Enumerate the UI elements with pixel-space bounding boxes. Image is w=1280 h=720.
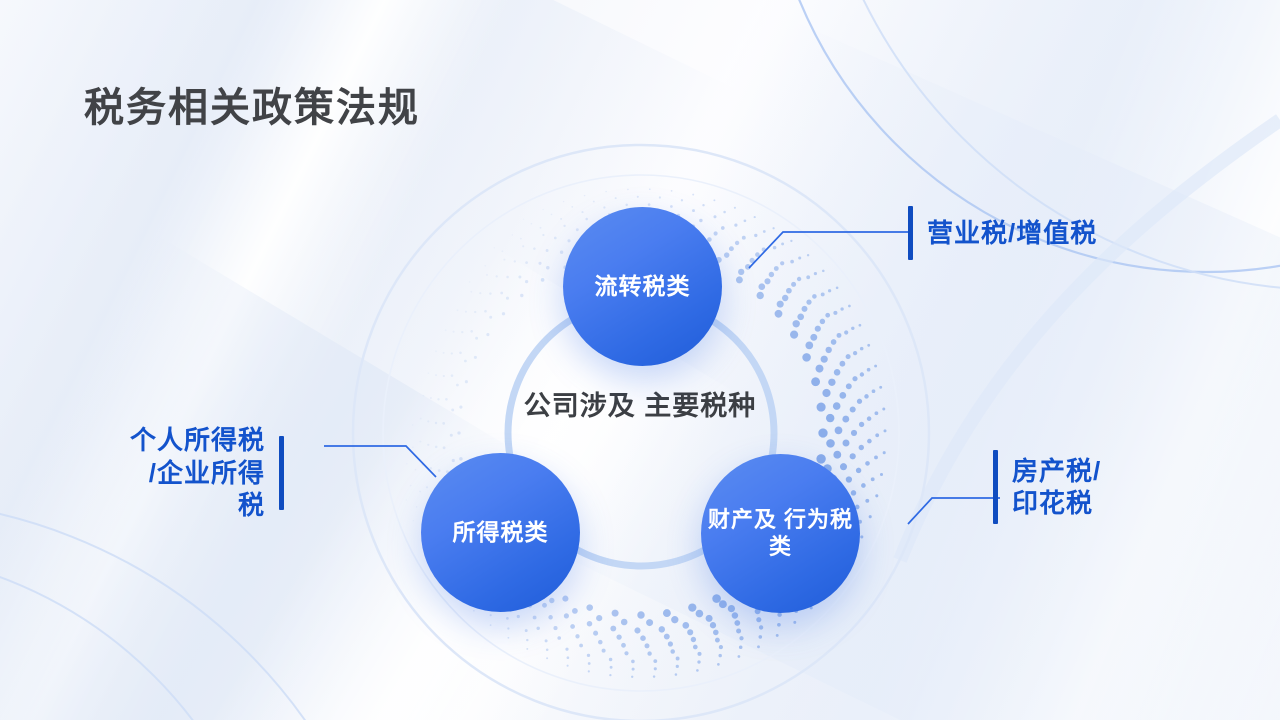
callout-business-vat[interactable]: 营业税/增值税 (908, 206, 1097, 260)
node-circle-caichan[interactable]: 财产及 行为税类 (701, 454, 860, 613)
ring-outer-faint (382, 174, 900, 692)
callout-label: 个人所得税 /企业所得 税 (130, 425, 266, 520)
connector-right (907, 497, 1000, 525)
node-label: 财产及 行为税类 (707, 506, 854, 559)
soft-band-right (893, 114, 1280, 563)
ring-outer (351, 143, 931, 720)
callout-label: 营业税/增值税 (927, 217, 1098, 248)
connector-left (324, 445, 437, 478)
node-label: 流转税类 (594, 273, 691, 300)
node-label: 所得税类 (452, 519, 549, 546)
callout-accent-bar (908, 206, 913, 260)
node-circle-liuzhuan[interactable]: 流转税类 (563, 207, 722, 366)
node-circle-suode[interactable]: 所得税类 (421, 453, 580, 612)
callout-accent-bar (279, 435, 285, 510)
callout-personal-corporate-income[interactable]: 个人所得税 /企业所得 税 (130, 424, 285, 522)
callout-label: 房产税/ 印花税 (1012, 455, 1102, 519)
corner-arc-top-right (798, 0, 1280, 273)
callout-property-stamp[interactable]: 房产税/ 印花税 (993, 450, 1101, 524)
callout-accent-bar (993, 450, 998, 524)
page-title: 税务相关政策法规 (84, 86, 420, 130)
connector-top-right (748, 231, 908, 269)
diagram-center-label: 公司涉及 主要税种 (523, 391, 757, 421)
